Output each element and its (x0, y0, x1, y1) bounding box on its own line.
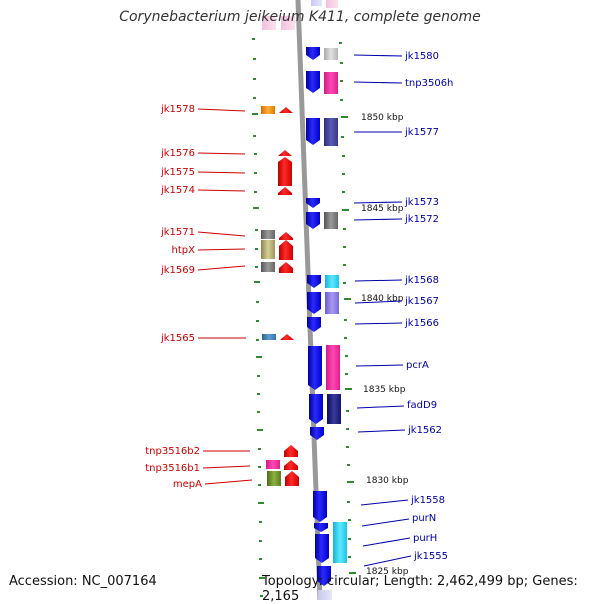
gene-label-pcrA[interactable]: pcrA (406, 360, 429, 371)
cog-box-tnp3506h (324, 72, 338, 94)
reverse-strand-genes (278, 107, 299, 486)
cog-box-jk1567 (325, 292, 339, 314)
gene-label-mepA[interactable]: mepA (173, 479, 202, 490)
gene-label-jk1567[interactable]: jk1567 (404, 296, 439, 307)
top-faint-features (262, 0, 338, 30)
gene-arrow-fadD9[interactable] (309, 394, 323, 424)
scale-label-1840: 1840 kbp (361, 294, 404, 304)
gene-arrow-jk1578[interactable] (279, 107, 293, 113)
gene-arrow-tnp3516b1[interactable] (284, 460, 298, 470)
scale-label-1830: 1830 kbp (366, 476, 409, 486)
right-cog-boxes (324, 48, 347, 563)
genome-title: Corynebacterium jeikeium K411, complete … (119, 9, 481, 25)
cog-box-jk1565 (262, 334, 276, 340)
gene-arrow-jk1572[interactable] (306, 212, 320, 229)
scale-label-1850: 1850 kbp (361, 113, 404, 123)
gene-arrow-purH[interactable] (315, 534, 329, 563)
gene-arrow-jk1571[interactable] (279, 232, 293, 240)
gene-label-jk1575[interactable]: jk1575 (160, 167, 195, 178)
gene-label-purH[interactable]: purH (413, 533, 437, 544)
gene-label-jk1566[interactable]: jk1566 (404, 318, 439, 329)
gene-label-jk1577[interactable]: jk1577 (404, 127, 439, 138)
gene-arrow-jk1568[interactable] (307, 275, 321, 288)
gene-arrow-pcrA[interactable] (308, 346, 322, 390)
gene-label-jk1555[interactable]: jk1555 (413, 551, 448, 562)
gene-label-jk1568[interactable]: jk1568 (404, 275, 439, 286)
gene-arrow-htpX[interactable] (279, 240, 293, 260)
cog-box-jk1568 (325, 275, 339, 288)
left-tick-column (252, 38, 265, 597)
right-tick-column (339, 42, 356, 574)
gene-arrow-tnp3516b2[interactable] (284, 445, 298, 457)
gene-label-jk1573[interactable]: jk1573 (404, 197, 439, 208)
gene-arrow-mepA[interactable] (285, 471, 299, 486)
gene-arrow-jk1576[interactable] (278, 150, 292, 156)
cog-box-purH (333, 522, 347, 563)
gene-label-tnp3516b2[interactable]: tnp3516b2 (145, 446, 200, 457)
forward-strand-genes (306, 47, 332, 600)
cog-box-tnp3516b1 (266, 460, 280, 469)
cog-box-mepA (267, 471, 281, 486)
gene-arrow-tnp3506h[interactable] (306, 71, 320, 93)
gene-label-htpX[interactable]: htpX (172, 245, 196, 256)
gene-label-jk1580[interactable]: jk1580 (404, 51, 439, 62)
gene-label-jk1562[interactable]: jk1562 (407, 425, 442, 436)
gene-arrow-jk1580[interactable] (306, 47, 320, 60)
gene-arrow-purN[interactable] (314, 523, 328, 532)
scale-label-1835: 1835 kbp (363, 385, 406, 395)
cog-box-jk1569 (261, 262, 275, 272)
gene-label-fadD9[interactable]: fadD9 (407, 400, 437, 411)
gene-arrow-jk1577[interactable] (306, 118, 320, 145)
left-cog-boxes (261, 106, 281, 486)
cog-box-jk1571 (261, 230, 275, 239)
gene-arrow-jk1566[interactable] (307, 317, 321, 332)
gene-label-jk1569[interactable]: jk1569 (160, 265, 195, 276)
gene-label-jk1571[interactable]: jk1571 (160, 227, 195, 238)
cog-box-jk1572 (324, 212, 338, 229)
gene-arrow-jk1569[interactable] (279, 262, 293, 273)
cog-box-jk1580 (324, 48, 338, 60)
gene-label-jk1572[interactable]: jk1572 (404, 214, 439, 225)
gene-label-jk1565[interactable]: jk1565 (160, 333, 195, 344)
cog-box-fadD9 (327, 394, 341, 424)
gene-label-tnp3506h[interactable]: tnp3506h (405, 78, 453, 89)
gene-label-jk1576[interactable]: jk1576 (160, 148, 195, 159)
gene-arrow-jk1555[interactable] (317, 566, 331, 586)
gene-arrow-jk1575[interactable] (278, 157, 292, 186)
cog-box-htpX (261, 240, 275, 259)
gene-label-jk1574[interactable]: jk1574 (160, 185, 195, 196)
gene-label-jk1558[interactable]: jk1558 (410, 495, 445, 506)
cog-box-jk1578 (261, 106, 275, 114)
cog-box-pcrA (326, 345, 340, 390)
gene-arrow-jk1573[interactable] (306, 198, 320, 208)
gene-label-purN[interactable]: purN (412, 513, 436, 524)
gene-arrow-jk1565[interactable] (280, 334, 294, 340)
gene-arrow-jk1574[interactable] (278, 187, 292, 195)
cog-box-jk1577 (324, 118, 338, 146)
gene-label-jk1578[interactable]: jk1578 (160, 104, 195, 115)
scale-label-1845: 1845 kbp (361, 204, 404, 214)
scale-label-1825: 1825 kbp (366, 567, 409, 577)
accession-text: Accession: NC_007164 (9, 574, 157, 589)
right-gene-labels: jk1580 tnp3506h jk1577 jk1573 jk1572 jk1… (353, 51, 453, 567)
left-gene-labels: jk1578 jk1576 jk1575 jk1574 jk1571 htpX … (145, 104, 253, 490)
gene-arrow-jk1567[interactable] (307, 292, 321, 314)
gene-label-tnp3516b1[interactable]: tnp3516b1 (145, 463, 200, 474)
gene-arrow-jk1558[interactable] (313, 491, 327, 522)
scale-labels: 1850 kbp 1845 kbp 1840 kbp 1835 kbp 1830… (361, 113, 409, 577)
gene-arrow-jk1562[interactable] (310, 427, 324, 440)
